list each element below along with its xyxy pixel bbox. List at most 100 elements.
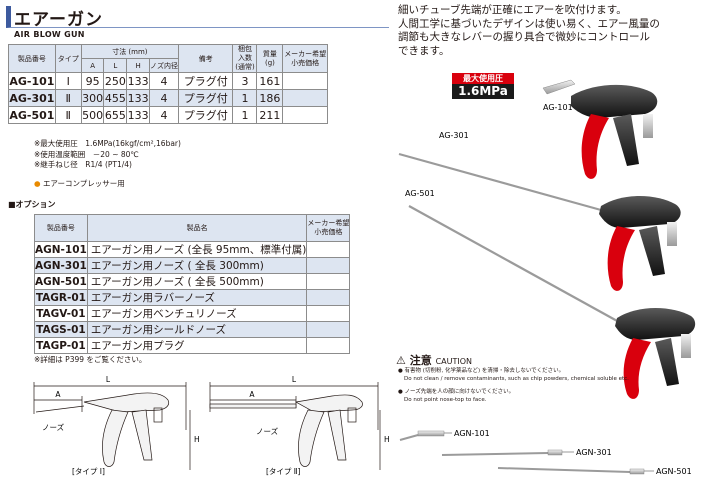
spec-header-h: H <box>126 58 151 73</box>
option-name: エアーガン用ノーズ ( 全長 500mm) <box>86 273 308 290</box>
spec-header-model: 製品番号 <box>8 44 56 73</box>
options-header-price: メーカー希望小売価格 <box>306 214 351 242</box>
options-heading: ■オプション <box>8 200 56 209</box>
caution-line-3: ● ノーズ先端を人の顔に向けないでください。 <box>398 389 515 395</box>
spec-a: 500 <box>80 106 105 124</box>
max-pressure-label: 最大使用圧 <box>452 73 514 84</box>
spec-nozzle: 4 <box>149 106 180 124</box>
type1-nozzle-label: ノーズ <box>42 422 65 432</box>
spec-weight: 211 <box>256 106 284 124</box>
option-price <box>306 289 351 306</box>
spec-header-nozzle: ノズ内径 <box>149 58 180 73</box>
type2-l-label: L <box>292 375 297 384</box>
option-name: エアーガン用ノーズ (全長 95mm、標準付属) <box>86 241 308 258</box>
spec-type: Ⅰ <box>54 72 82 90</box>
usage-tag: ● エアーコンプレッサー用 <box>34 178 125 189</box>
spec-type: Ⅱ <box>54 89 82 107</box>
option-name: エアーガン用シールドノーズ <box>86 321 308 338</box>
table-row: AG-501 Ⅱ 500 655 133 4 プラグ付 1 211 <box>8 106 328 124</box>
table-row: AG-301 Ⅱ 300 455 133 4 プラグ付 1 186 <box>8 89 328 107</box>
option-model: TAGS-01 <box>34 321 88 338</box>
spec-h: 133 <box>126 89 151 107</box>
caution-line-4: Do not point nose-top to face. <box>404 397 487 403</box>
spec-remarks: プラグ付 <box>178 72 234 90</box>
spec-model: AG-101 <box>8 72 56 90</box>
option-name: エアーガン用ベンチュリノーズ <box>86 305 308 322</box>
options-header-name: 製品名 <box>86 214 308 242</box>
spec-remarks: プラグ付 <box>178 106 234 124</box>
spec-h: 133 <box>126 106 151 124</box>
spec-price <box>282 72 328 90</box>
spec-l: 250 <box>103 72 128 90</box>
agn501-label: AGN-501 <box>656 467 692 476</box>
type2-diagram: L A H ノーズ [タイプ Ⅱ] <box>209 375 390 476</box>
ag101-label: AG-101 <box>543 103 573 112</box>
spec-model: AG-301 <box>8 89 56 107</box>
page-subtitle: AIR BLOW GUN <box>14 30 85 39</box>
ag301-label: AG-301 <box>439 131 469 140</box>
note-line: ※最大使用圧 1.6MPa(16kgf/cm²,16bar) <box>34 139 181 148</box>
agn101-label: AGN-101 <box>454 429 490 438</box>
caution-title: ⚠ 注意 CAUTION <box>396 354 473 367</box>
title-bar <box>6 6 389 28</box>
table-row: AG-101 Ⅰ 95 250 133 4 プラグ付 3 161 <box>8 72 328 90</box>
option-price <box>306 241 351 258</box>
max-pressure-value: 1.6MPa <box>452 84 514 99</box>
option-name: エアーガン用ラバーノーズ <box>86 289 308 306</box>
spec-a: 300 <box>80 89 105 107</box>
option-price <box>306 257 351 274</box>
spec-header-remarks: 備考 <box>178 44 234 73</box>
type2-nozzle-label: ノーズ <box>256 426 279 436</box>
spec-notes: ※最大使用圧 1.6MPa(16kgf/cm²,16bar) ※使用温度範囲 －… <box>34 139 181 171</box>
spec-header-type: タイプ <box>54 44 82 73</box>
agn301-nozzle-icon <box>441 449 574 456</box>
agn301-label: AGN-301 <box>576 448 612 457</box>
orange-dot-icon: ● <box>34 179 41 188</box>
nozzles-illustration: AGN-101 AGN-301 AGN-501 <box>399 429 692 476</box>
option-price <box>306 337 351 354</box>
type2-a-label: A <box>249 390 255 399</box>
air-guns-illustration: AG-101 AG-301 AG-501 <box>398 79 696 399</box>
usage-tag-text: エアーコンプレッサー用 <box>42 179 125 188</box>
type2-caption: [タイプ Ⅱ] <box>266 467 301 476</box>
spec-price <box>282 89 328 107</box>
spec-header-dims: 寸法 (mm) <box>80 44 180 59</box>
spec-remarks: プラグ付 <box>178 89 234 107</box>
option-model: TAGP-01 <box>34 337 88 354</box>
agn101-nozzle-icon <box>399 430 452 441</box>
type1-diagram: L A H ノーズ [タイプ Ⅰ] <box>33 375 200 476</box>
option-price <box>306 305 351 322</box>
ag301-gun-icon <box>398 152 681 291</box>
ag501-label: AG-501 <box>405 189 435 198</box>
spec-a: 95 <box>80 72 105 90</box>
agn501-nozzle-icon <box>497 467 654 475</box>
spec-h: 133 <box>126 72 151 90</box>
type1-caption: [タイプ Ⅰ] <box>72 467 105 476</box>
spec-pack: 1 <box>232 106 258 124</box>
spec-weight: 161 <box>256 72 284 90</box>
spec-nozzle: 4 <box>149 89 180 107</box>
option-model: AGN-301 <box>34 257 88 274</box>
spec-header-weight: 質量(g) <box>256 44 284 73</box>
option-name: エアーガン用ノーズ ( 全長 300mm) <box>86 257 308 274</box>
spec-header-pack: 梱包入数(通常) <box>232 44 258 73</box>
spec-table: 製品番号 タイプ 寸法 (mm) 備考 梱包入数(通常) 質量(g) メーカー希… <box>8 44 328 124</box>
spec-weight: 186 <box>256 89 284 107</box>
option-model: TAGV-01 <box>34 305 88 322</box>
option-name: エアーガン用プラグ <box>86 337 308 354</box>
type2-h-label: H <box>384 435 390 444</box>
type1-l-label: L <box>106 375 111 384</box>
options-header-model: 製品番号 <box>34 214 88 242</box>
option-price <box>306 321 351 338</box>
spec-type: Ⅱ <box>54 106 82 124</box>
ag501-gun-icon <box>408 205 696 399</box>
warning-icon: ⚠ <box>396 354 406 367</box>
